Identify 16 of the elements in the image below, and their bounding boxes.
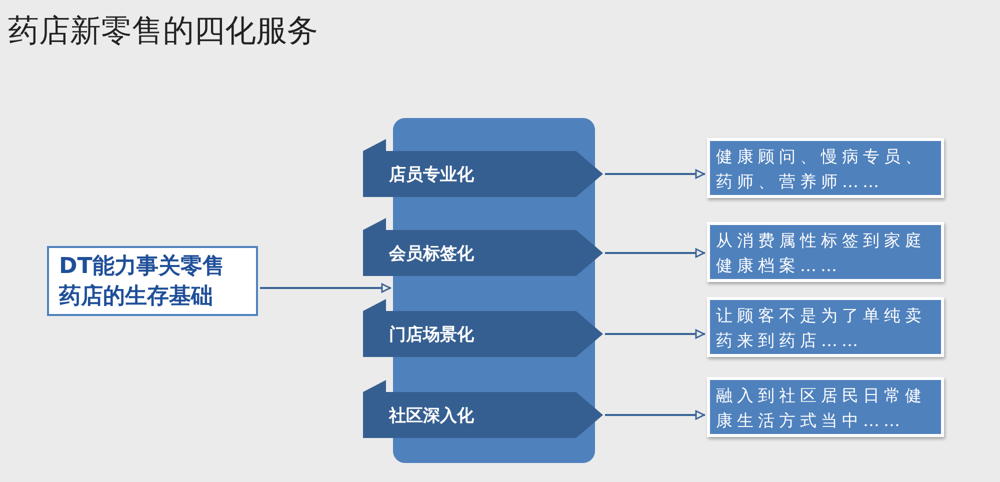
- arrow: [260, 283, 391, 293]
- text-box: 融入到社区居民日常健康生活方式当中……: [707, 377, 944, 437]
- ribbon-banner: 会员标签化: [363, 218, 603, 276]
- arrow: [605, 410, 705, 420]
- arrow: [605, 169, 705, 179]
- title: 药店新零售的四化服务: [8, 12, 318, 51]
- text-box: 让顾客不是为了单纯卖药来到药店……: [707, 297, 944, 357]
- text-box: 从消费属性标签到家庭健康档案……: [707, 222, 944, 282]
- ribbon-banner: 店员专业化: [363, 139, 603, 197]
- ribbon-banner: 社区深入化: [363, 380, 603, 438]
- text-box: 健康顾问、慢病专员、药师、营养师……: [707, 138, 944, 198]
- arrow: [605, 248, 705, 258]
- ribbon-banner: 门店场景化: [363, 299, 603, 357]
- arrow: [605, 329, 705, 339]
- panel: [363, 118, 603, 463]
- text-box: DT能力事关零售药店的生存基础: [47, 246, 258, 316]
